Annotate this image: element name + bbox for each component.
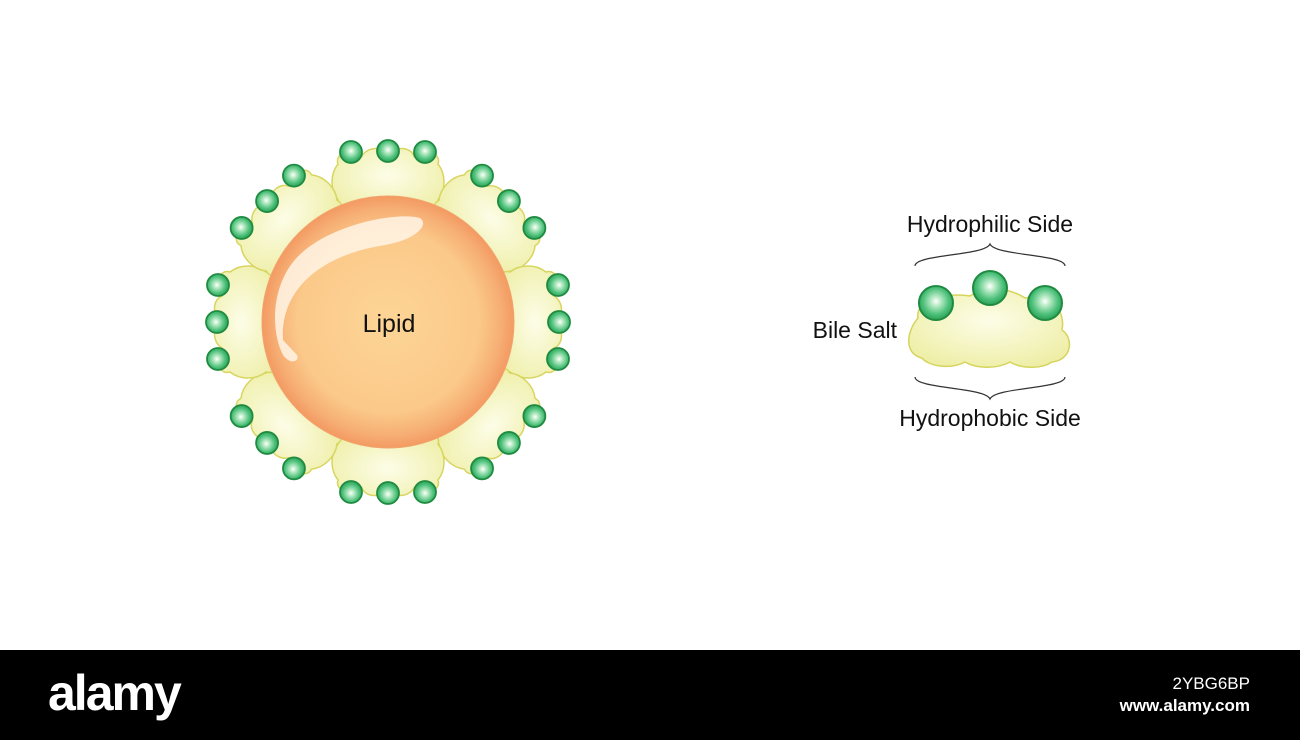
head-group	[229, 216, 254, 240]
head-group	[413, 480, 437, 504]
brand-logo: alamy	[48, 665, 182, 721]
head-group	[205, 310, 229, 334]
website-link[interactable]: www.alamy.com	[1119, 696, 1250, 715]
hydrophilic-heads	[205, 139, 571, 505]
head-group	[206, 273, 230, 297]
head-group	[497, 189, 521, 213]
bile-salt-label: Bile Salt	[813, 317, 898, 343]
hydrophilic-brace	[914, 242, 1066, 267]
head-group	[255, 431, 279, 455]
head-group	[497, 431, 521, 455]
head-group	[339, 140, 363, 164]
head-group	[1027, 285, 1063, 321]
head-group	[522, 404, 547, 428]
hydrophobic-label: Hydrophobic Side	[899, 405, 1081, 431]
head-group	[376, 481, 400, 505]
lipid-droplet: Lipid	[261, 195, 515, 449]
head-group	[255, 189, 279, 213]
micelle-diagram: Lipid Hydrophilic Side Bile Salt Hydroph…	[205, 139, 1081, 505]
head-group	[547, 310, 571, 334]
watermark-footer: alamy 2YBG6BP www.alamy.com	[0, 650, 1300, 740]
head-group	[522, 216, 547, 240]
bile-salt-molecule	[908, 270, 1071, 368]
head-group	[282, 163, 306, 188]
head-group	[339, 480, 363, 504]
head-group	[972, 270, 1008, 306]
head-group	[229, 404, 254, 428]
head-group	[918, 285, 954, 321]
head-group	[413, 140, 437, 164]
head-group	[376, 139, 400, 163]
head-group	[470, 163, 494, 188]
head-group	[546, 347, 570, 371]
image-id: 2YBG6BP	[1172, 674, 1251, 693]
hydrophobic-brace	[914, 376, 1066, 401]
head-group	[470, 456, 494, 481]
droplet-highlight	[275, 216, 424, 362]
hydrophilic-label: Hydrophilic Side	[907, 211, 1073, 237]
head-group	[546, 273, 570, 297]
head-group	[206, 347, 230, 371]
lipid-label: Lipid	[363, 310, 416, 338]
head-group	[282, 456, 306, 481]
